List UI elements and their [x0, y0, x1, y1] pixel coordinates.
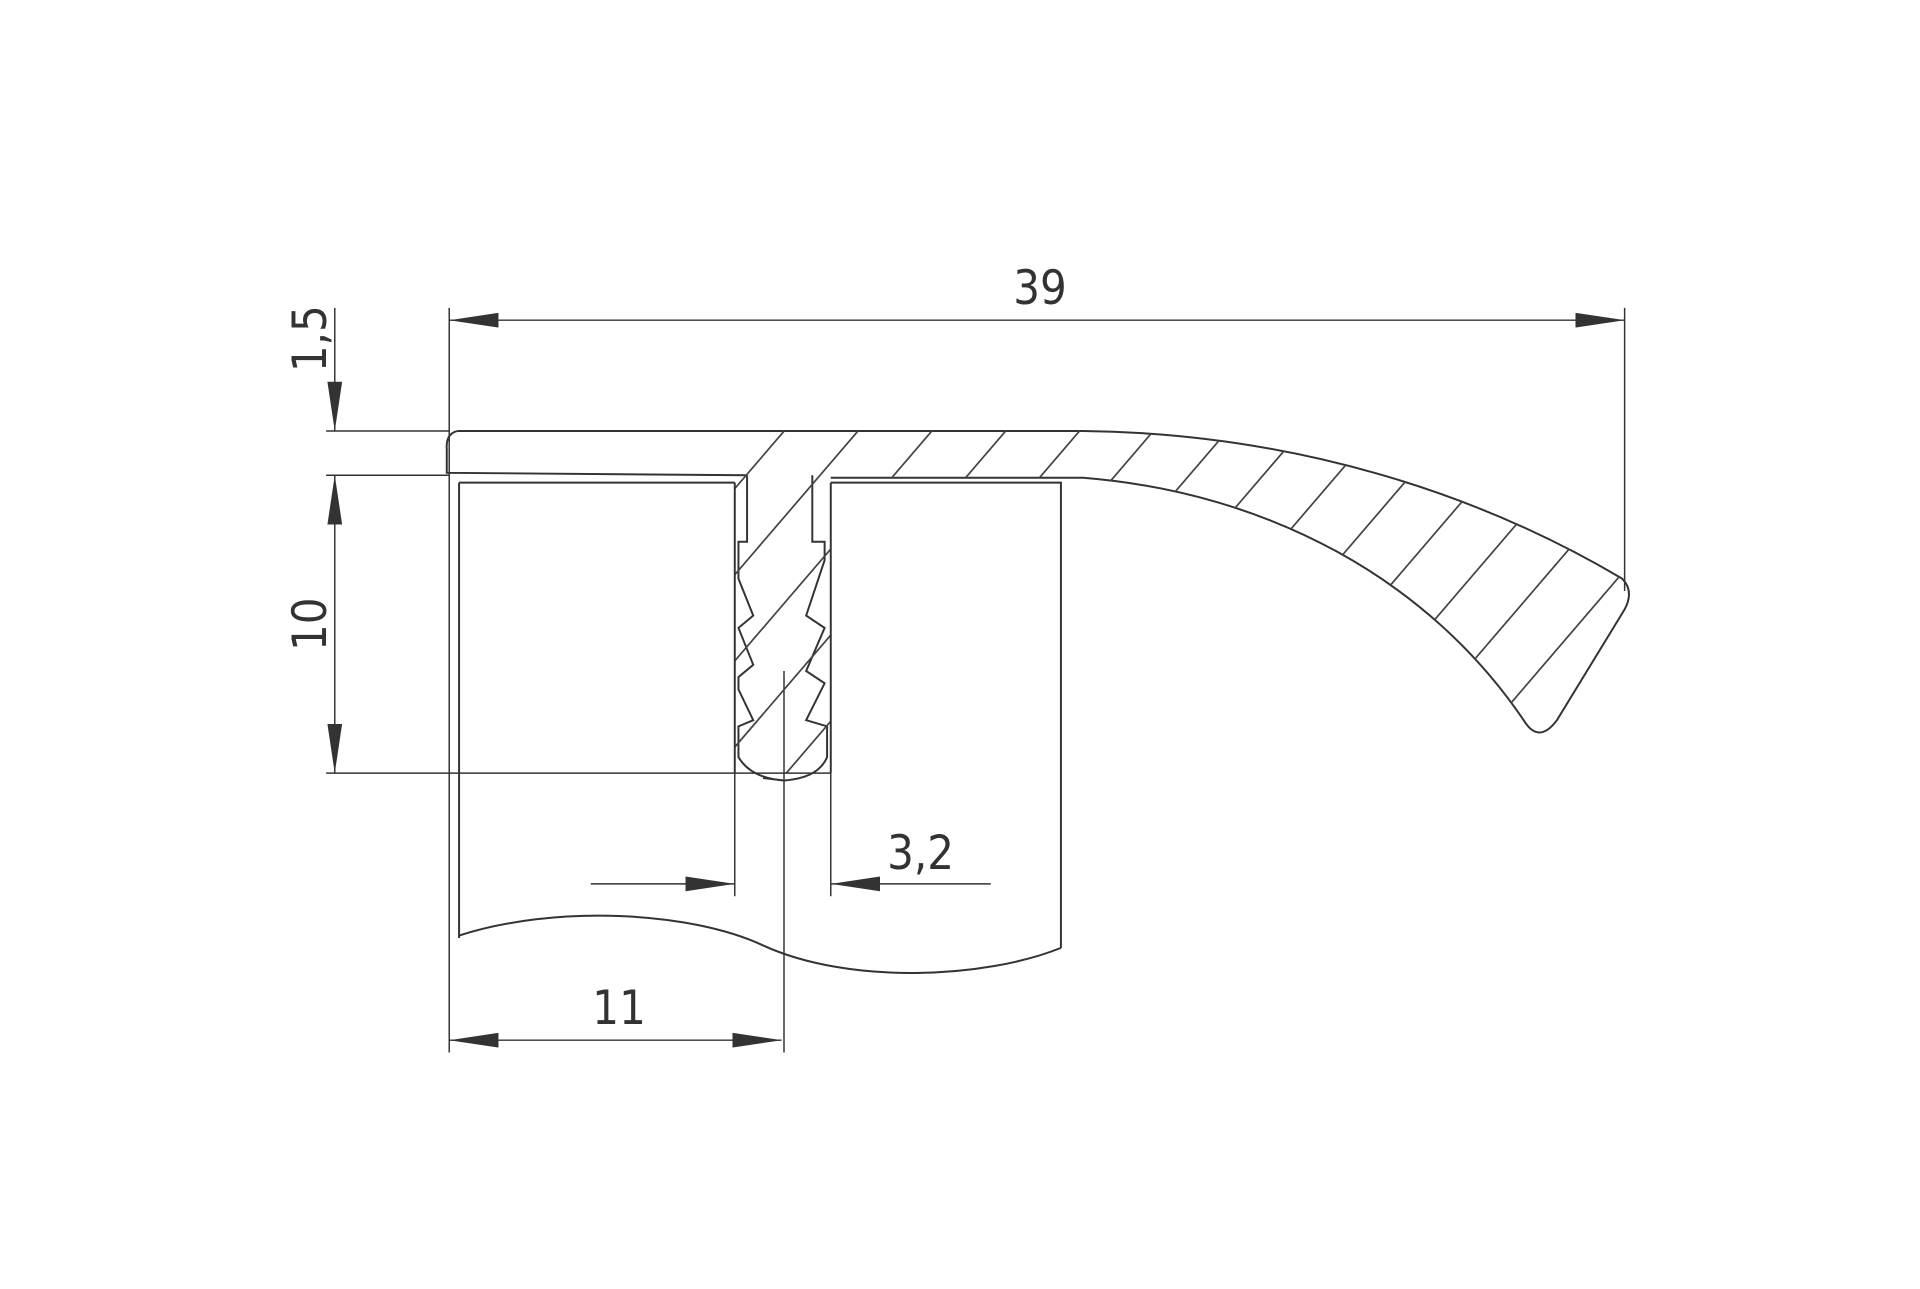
break-line: [458, 914, 1062, 974]
hatch-line: [1427, 430, 1629, 774]
hatch-line: [836, 430, 1207, 774]
hatch-line: [910, 430, 1281, 774]
hatch-line: [540, 430, 912, 774]
hatch-line: [1649, 369, 1920, 800]
stem-right: [783, 475, 829, 782]
hatch-line: [614, 430, 986, 774]
dimension-10-label: 10: [284, 597, 338, 651]
profile-outline: [457, 429, 1630, 734]
extension-line: [734, 773, 832, 1053]
hatch-line: [1279, 430, 1629, 774]
section-hatching: [467, 369, 1920, 800]
dimension-11-label: 11: [592, 982, 646, 1036]
dimension-39-label: 39: [1013, 262, 1067, 316]
hatch-line: [1131, 430, 1503, 774]
body-outline: [458, 481, 1062, 948]
hatch-line: [1205, 430, 1577, 774]
hatch-line: [1500, 430, 1629, 774]
dimension-1-5-label: 1,5: [284, 305, 338, 372]
extension-line: [326, 430, 831, 774]
hatch-line: [467, 430, 838, 774]
dimension-3-2-label: 3,2: [887, 827, 954, 881]
hatch-line: [983, 430, 1355, 774]
hatch-line: [1353, 430, 1629, 774]
stem-left: [737, 475, 785, 782]
hatch-line: [1057, 430, 1429, 774]
hatch-line: [688, 430, 1060, 774]
extension-line: [448, 307, 1626, 1053]
flange-left-edge: [445, 429, 748, 477]
hatch-line: [762, 430, 1133, 774]
